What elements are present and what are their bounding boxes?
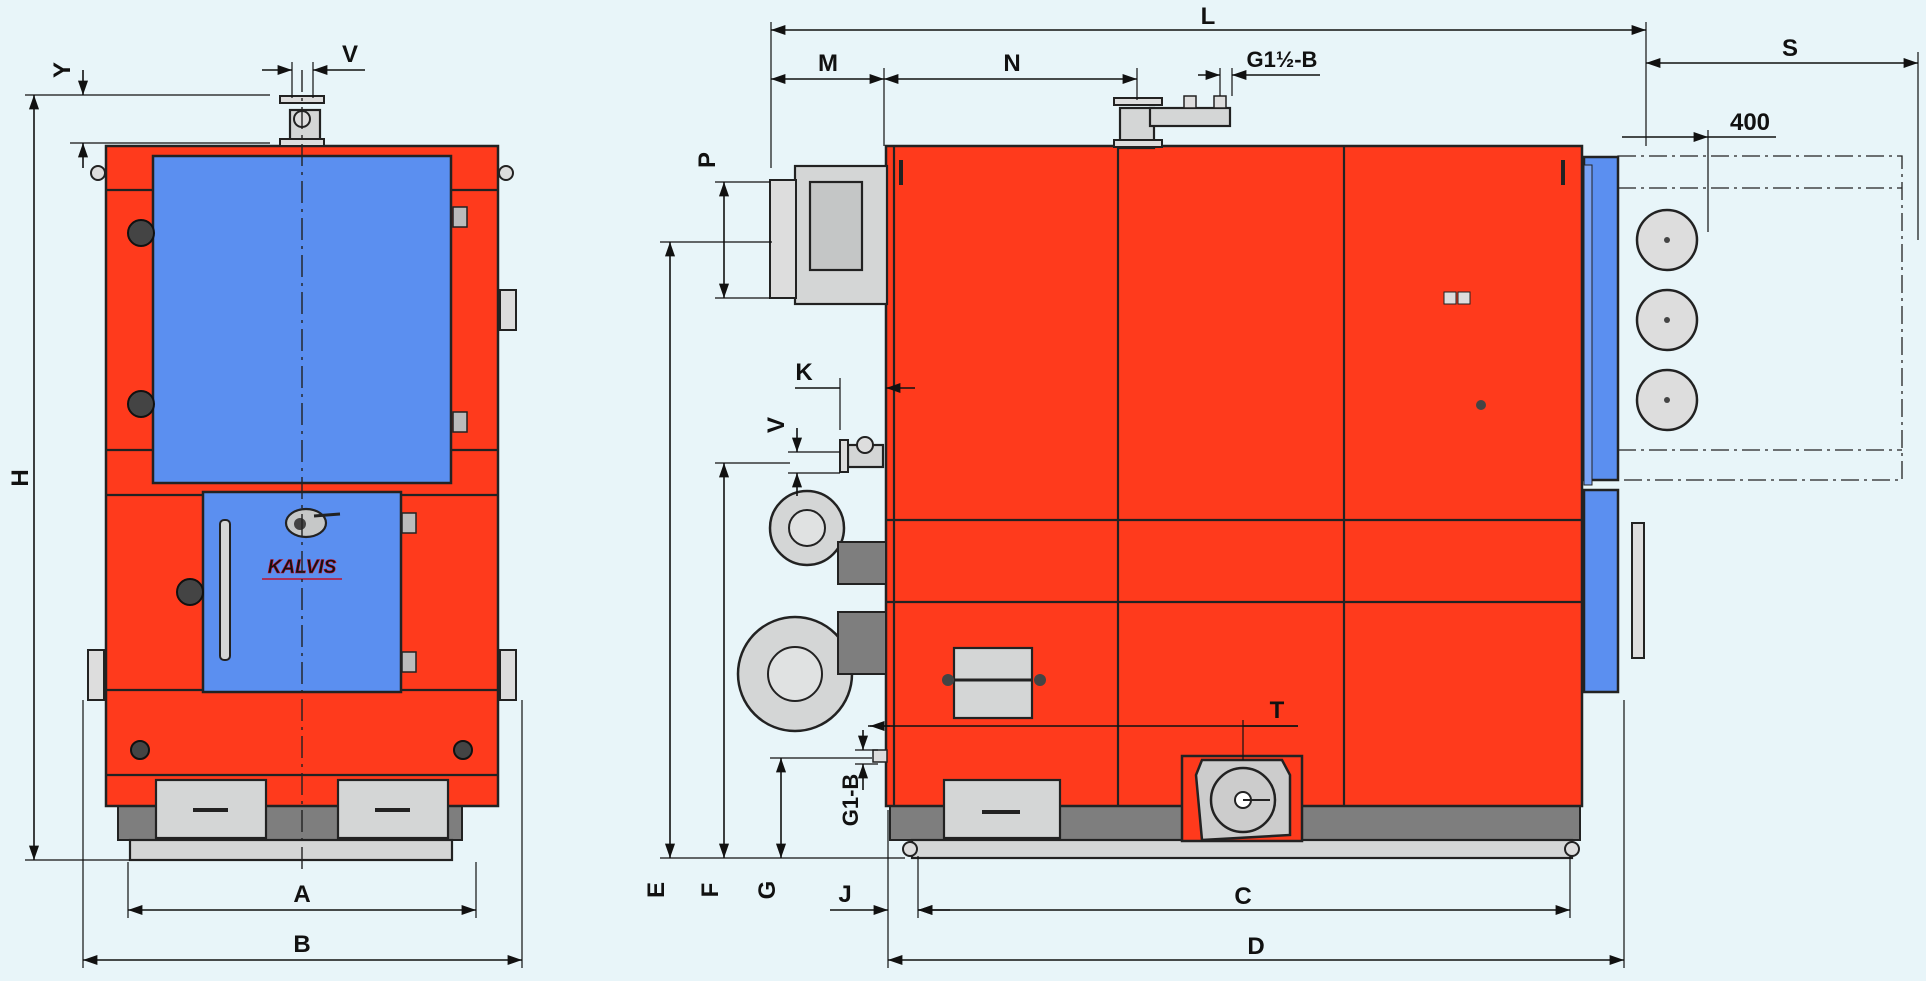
ash-door-handle [219,519,231,661]
label-y: Y [49,62,76,78]
label-c: C [1234,883,1251,910]
front-view: KALVIS [87,70,517,870]
label-g-top: G1½-B [1247,47,1318,72]
label-s: S [1782,35,1798,62]
burner-door-lower [1582,488,1620,694]
label-v-side: V [763,417,790,433]
side-dimensions: L M N G1½-B P S 400 K [643,3,1919,968]
label-g: G [754,881,781,900]
front-base-rail [128,838,454,862]
label-e: E [643,882,670,898]
label-v-top: V [342,41,358,68]
label-j: J [838,881,851,908]
side-view [736,95,1903,860]
label-d: D [1247,933,1264,960]
side-base-rail [910,838,1574,860]
label-b: B [293,931,310,958]
label-l: L [1201,3,1216,30]
label-g1b: G1-B [838,774,863,827]
label-a: A [293,881,310,908]
label-m: M [818,50,838,77]
label-t: T [1270,697,1285,724]
label-400: 400 [1730,109,1770,136]
front-dimensions: Y V H A B [7,41,523,968]
label-k: K [795,359,813,386]
side-inspection-hatch [952,646,1034,720]
label-h: H [7,469,34,486]
side-cleaning-hatch [942,778,1062,840]
label-p: P [694,152,721,168]
label-n: N [1003,50,1020,77]
draft-regulator [284,507,328,539]
label-f: F [697,883,724,898]
